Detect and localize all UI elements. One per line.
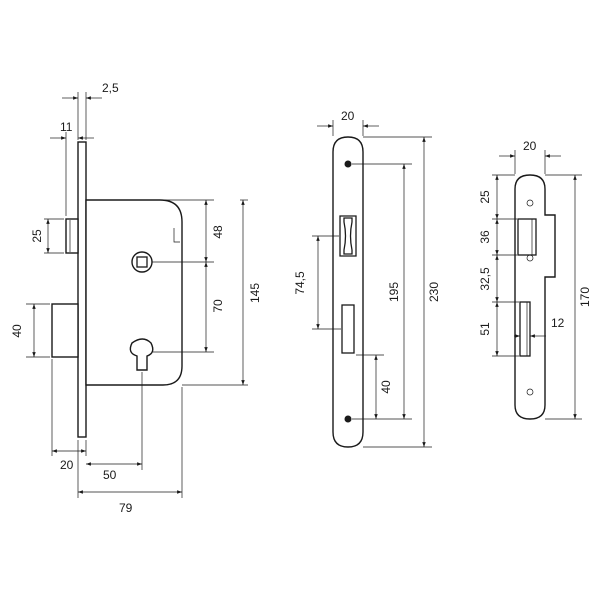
- dim-20-faceplate: 20: [341, 109, 355, 123]
- dim-11: 11: [60, 120, 73, 134]
- faceplate-drawing: 20 74,5 195 230 40: [293, 109, 441, 448]
- dim-70: 70: [211, 299, 225, 313]
- faceplate-outline: [332, 136, 364, 448]
- faceplate-screw-top: [344, 160, 352, 168]
- strike-screw-top: [526, 199, 534, 207]
- strike-latch-slot: [517, 218, 537, 256]
- dim-32-5: 32,5: [478, 267, 492, 291]
- dim-195: 195: [387, 282, 401, 302]
- faceplate-bolt-opening: [341, 304, 355, 354]
- dim-25-strike: 25: [478, 190, 492, 204]
- dim-48: 48: [211, 225, 225, 239]
- dim-145: 145: [248, 283, 262, 303]
- dim-50: 50: [103, 468, 117, 482]
- dim-36: 36: [478, 230, 492, 244]
- dim-170: 170: [578, 287, 592, 307]
- strike-plate-outline: [514, 174, 556, 420]
- strike-bolt-slot: [519, 301, 531, 357]
- dim-74-5: 74,5: [293, 271, 307, 295]
- follower-hub: [131, 251, 153, 273]
- follower-square: [136, 256, 148, 268]
- faceplate-latch-opening: [339, 215, 357, 257]
- latch-bolt: [65, 218, 79, 254]
- lock-case-body: [85, 199, 183, 386]
- dead-bolt: [51, 303, 79, 358]
- dim-51: 51: [478, 322, 492, 336]
- lock-faceplate: [77, 141, 87, 438]
- cylinder-hole: [129, 338, 154, 371]
- dim-20-strike: 20: [523, 139, 537, 153]
- lock-case-drawing: 2,5 11 25 40 48 70 145 20: [10, 81, 262, 515]
- dim-79: 79: [119, 501, 133, 515]
- dim-12: 12: [551, 316, 565, 330]
- faceplate-screw-bottom: [344, 415, 352, 423]
- strike-plate-drawing: 20 25 36 32,5 51 12 170: [478, 139, 592, 420]
- dim-230: 230: [427, 282, 441, 302]
- strike-screw-bottom: [526, 388, 534, 396]
- dim-40-faceplate: 40: [379, 380, 393, 394]
- dim-25-latch: 25: [30, 229, 44, 243]
- dim-20-bolt: 20: [60, 458, 74, 472]
- dim-2-5: 2,5: [102, 81, 119, 95]
- dim-40-deadbolt: 40: [10, 324, 24, 338]
